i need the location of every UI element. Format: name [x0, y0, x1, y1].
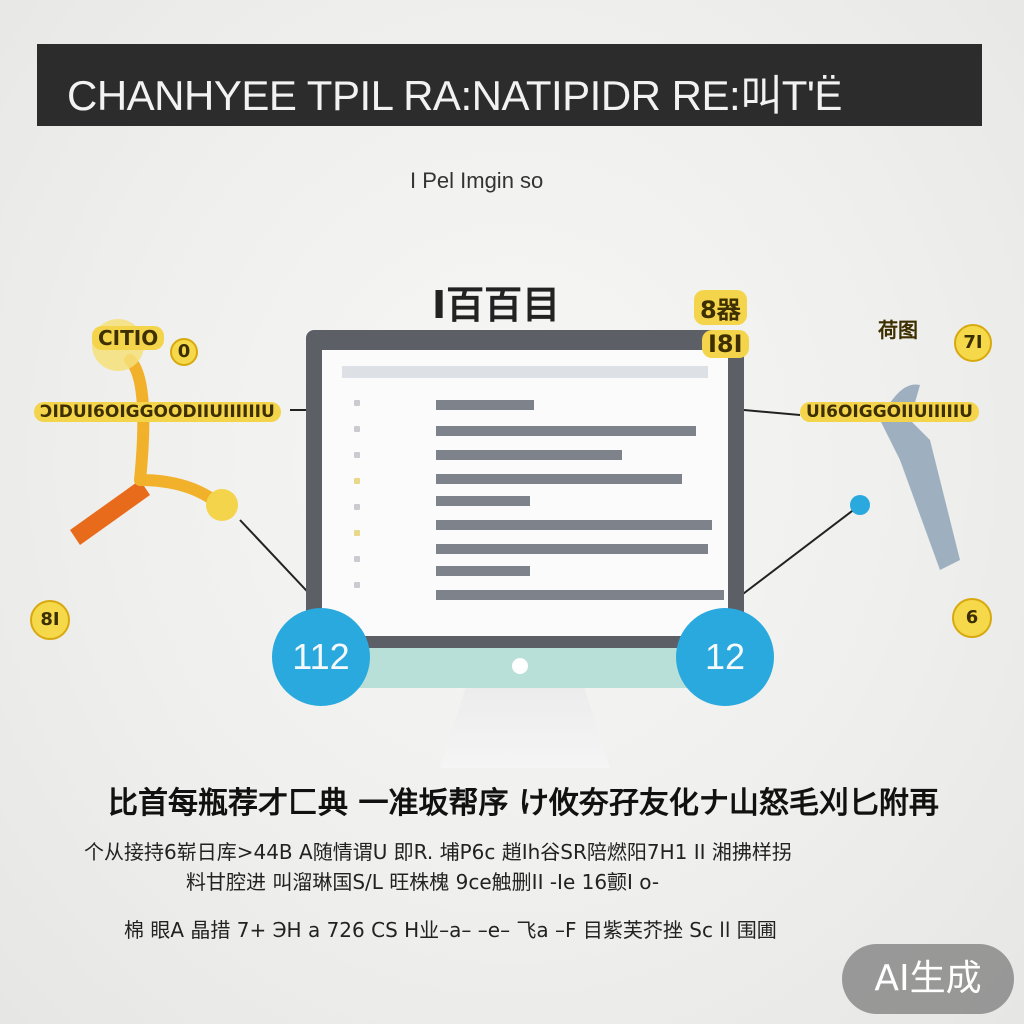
center-label: I百百目	[432, 283, 561, 327]
body-line-3: 棉 眼A 晶措 7+ ЭH a 726 CS H业–a– –e– 飞a –F 目…	[124, 918, 777, 942]
sidebar-dot	[354, 530, 360, 536]
sidebar-dot	[354, 504, 360, 510]
wrench-icon	[70, 480, 150, 545]
callout-right-top-a: 8器	[694, 290, 747, 325]
callout-left-mid: ƆIDUI6OIGGOODIIUIIIIIIU	[34, 402, 281, 422]
sidebar-dot	[354, 400, 360, 406]
callout-left-top: CITIO	[92, 326, 165, 350]
screen-sidebar	[354, 400, 368, 608]
bubble-left: 112	[272, 608, 370, 706]
list-row	[436, 520, 712, 530]
monitor-screen	[322, 350, 728, 636]
list-row	[436, 566, 530, 576]
sidebar-dot	[354, 452, 360, 458]
sidebar-dot	[354, 556, 360, 562]
screen-header-bar	[342, 366, 708, 378]
left-knob	[206, 489, 238, 521]
list-row	[436, 400, 534, 410]
line-right-lower	[734, 504, 861, 601]
callout-right-mid: UI6OIGGOIIUIIIIIU	[800, 402, 979, 422]
ai-generated-badge: AI生成	[842, 944, 1014, 1014]
subtitle: I Pel Imgin so	[410, 168, 544, 193]
monitor-stand	[440, 688, 610, 768]
callout-right-top-b: I8I	[702, 330, 749, 358]
sidebar-dot	[354, 426, 360, 432]
callout-right-top-num: 7I	[954, 324, 992, 362]
list-row	[436, 544, 708, 554]
callout-right-low-num: 6	[952, 598, 992, 638]
callout-left-low-num: 8I	[30, 600, 70, 640]
spanner-icon	[880, 384, 960, 570]
title-bar: CHANHYEE TPIL RA:NATIPIDR RE:叫T'Ë	[37, 44, 982, 126]
body-line-2: 料甘腔进 叫溜琳国S/L 旺株槐 9ce触删II -Ie 16颤I o-	[186, 870, 660, 894]
line-right-upper	[743, 409, 801, 416]
callout-right-top-c: 荷图	[878, 318, 918, 342]
sidebar-dot	[354, 478, 360, 484]
page-title: CHANHYEE TPIL RA:NATIPIDR RE:叫T'Ë	[67, 72, 842, 119]
list-row	[436, 496, 530, 506]
body-line-1: 个从接持6崭日库>44B A随情谓U 即R. 埔P6c 趙Ih谷SR陪燃阳7H1…	[84, 840, 792, 864]
monitor	[306, 330, 744, 648]
power-button	[512, 658, 528, 674]
list-row	[436, 590, 724, 600]
body-heading: 比首每瓶荐才匚典 一准坂帮序 け攸夯孖友化ナ山怒毛刈匕附再	[108, 786, 939, 821]
blue-dot-right	[850, 495, 870, 515]
bubble-right: 12	[676, 608, 774, 706]
callout-left-top-num: 0	[170, 338, 198, 366]
list-row	[436, 426, 696, 436]
sidebar-dot	[354, 582, 360, 588]
list-row	[436, 474, 682, 484]
list-row	[436, 450, 622, 460]
connector-curve-left	[124, 354, 226, 511]
